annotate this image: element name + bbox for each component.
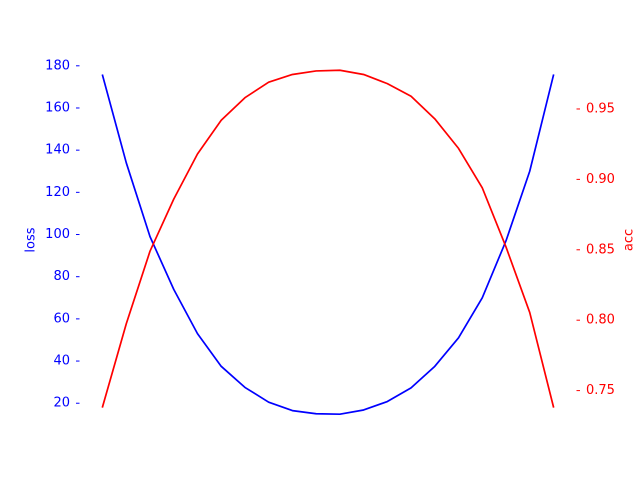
left-tick-label: 180	[45, 58, 70, 73]
right-tick-label: 0.80	[586, 313, 615, 328]
right-tick-label: 0.90	[586, 172, 615, 187]
left-tick-label: 100	[45, 227, 70, 242]
left-tick-label: 80	[53, 269, 70, 284]
acc-series-line	[101, 69, 555, 408]
right-tick-label: 0.85	[586, 242, 615, 257]
left-axis-label: loss	[24, 227, 39, 252]
series-layer	[101, 69, 555, 416]
left-tick-label: 60	[53, 311, 70, 326]
left-tick-label: 20	[53, 396, 70, 411]
left-y-axis: 20 40 60 80 100 120 140 160 180	[45, 58, 80, 411]
left-tick-label: 40	[53, 354, 70, 369]
left-tick-label: 160	[45, 100, 70, 115]
left-tick-label: 140	[45, 143, 70, 158]
right-tick-label: 0.75	[586, 383, 615, 398]
right-y-axis: 0.75 0.80 0.85 0.90 0.95	[576, 101, 615, 398]
right-axis-label: acc	[622, 229, 637, 251]
right-tick-label: 0.95	[586, 101, 615, 116]
loss-series-line	[101, 74, 555, 416]
left-tick-label: 120	[45, 185, 70, 200]
